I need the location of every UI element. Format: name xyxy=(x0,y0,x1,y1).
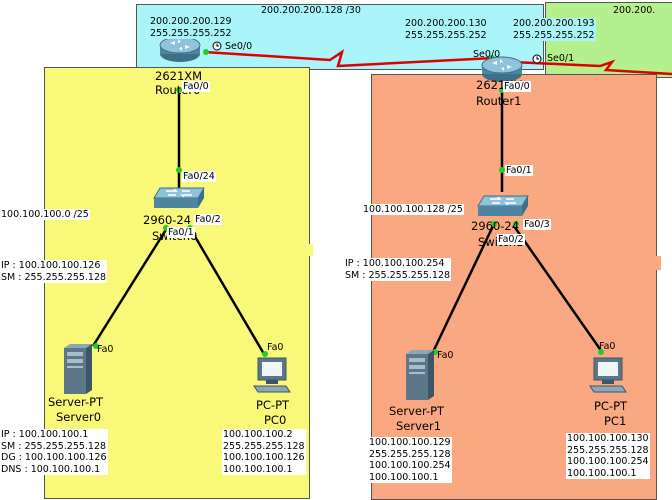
server1-type: Server-PT xyxy=(389,404,445,418)
switch1-port-fa01: Fa0/1 xyxy=(505,165,533,176)
pc0-icon[interactable] xyxy=(252,356,292,396)
eth-link-switch1-pc1[interactable] xyxy=(512,225,604,353)
serial-link-router1-right[interactable] xyxy=(511,59,672,76)
switch0-port-fa02: Fa0/2 xyxy=(194,214,222,225)
lan0-zone xyxy=(44,67,310,499)
pc0-name: PC0 xyxy=(264,413,287,427)
switch1-icon[interactable] xyxy=(476,192,530,220)
switch1-port-fa03: Fa0/3 xyxy=(523,219,551,230)
switch0-model: 2960-24 xyxy=(143,213,192,227)
pc1-icon[interactable] xyxy=(588,356,628,396)
switch0-icon[interactable] xyxy=(152,184,206,212)
router1-port-fa00: Fa0/0 xyxy=(503,81,531,92)
serial-link-router0-router1[interactable] xyxy=(203,49,495,68)
lan1-zone xyxy=(371,74,657,500)
wan-network-label: 200.200.200.128 /30 xyxy=(261,5,361,16)
clock-icon xyxy=(212,41,222,51)
server0-port-fa0: Fa0 xyxy=(97,344,114,355)
router0-model: 2621XM xyxy=(155,69,203,83)
eth-link-switch0-server0[interactable] xyxy=(91,227,169,347)
pc0-type: PC-PT xyxy=(256,398,290,412)
switch1-model: 2960-24 xyxy=(471,219,520,233)
server0-name: Server0 xyxy=(56,410,102,424)
eth-link-switch0-pc0[interactable] xyxy=(188,227,266,355)
eth-link-switch1-server1[interactable] xyxy=(431,225,495,353)
server1-port-fa0: Fa0 xyxy=(437,350,454,361)
server0-type: Server-PT xyxy=(48,395,104,409)
switch0-port-fa01: Fa0/1 xyxy=(167,227,195,238)
lan0-network-label: 100.100.100.0 /25 xyxy=(0,209,90,220)
clock-icon xyxy=(532,54,542,64)
server1-icon[interactable] xyxy=(402,348,438,400)
router1-port-se00: Se0/0 xyxy=(473,49,501,60)
lan1-network-label: 100.100.100.128 /25 xyxy=(362,204,464,215)
pc1-type: PC-PT xyxy=(594,399,628,413)
router1-port-se01: Se0/1 xyxy=(547,53,575,64)
router0-port-fa00: Fa0/0 xyxy=(182,81,210,92)
pc0-port-fa0: Fa0 xyxy=(267,342,284,353)
switch0-port-fa024: Fa0/24 xyxy=(182,171,216,182)
lan0-zone-edge-marker xyxy=(308,244,313,256)
switch1-port-fa02: Fa0/2 xyxy=(497,234,525,245)
router1-name: Router1 xyxy=(476,94,522,108)
server1-name: Server1 xyxy=(396,419,442,433)
router0-port-se00: Se0/0 xyxy=(225,41,253,52)
router0-icon[interactable] xyxy=(158,34,202,64)
server0-icon[interactable] xyxy=(60,342,96,394)
pc1-name: PC1 xyxy=(604,414,627,428)
lan1-zone-edge-marker xyxy=(655,256,661,270)
pc1-port-fa0: Fa0 xyxy=(599,341,616,352)
right-network-label: 200.200. xyxy=(613,5,656,16)
router1-icon[interactable] xyxy=(480,54,524,84)
